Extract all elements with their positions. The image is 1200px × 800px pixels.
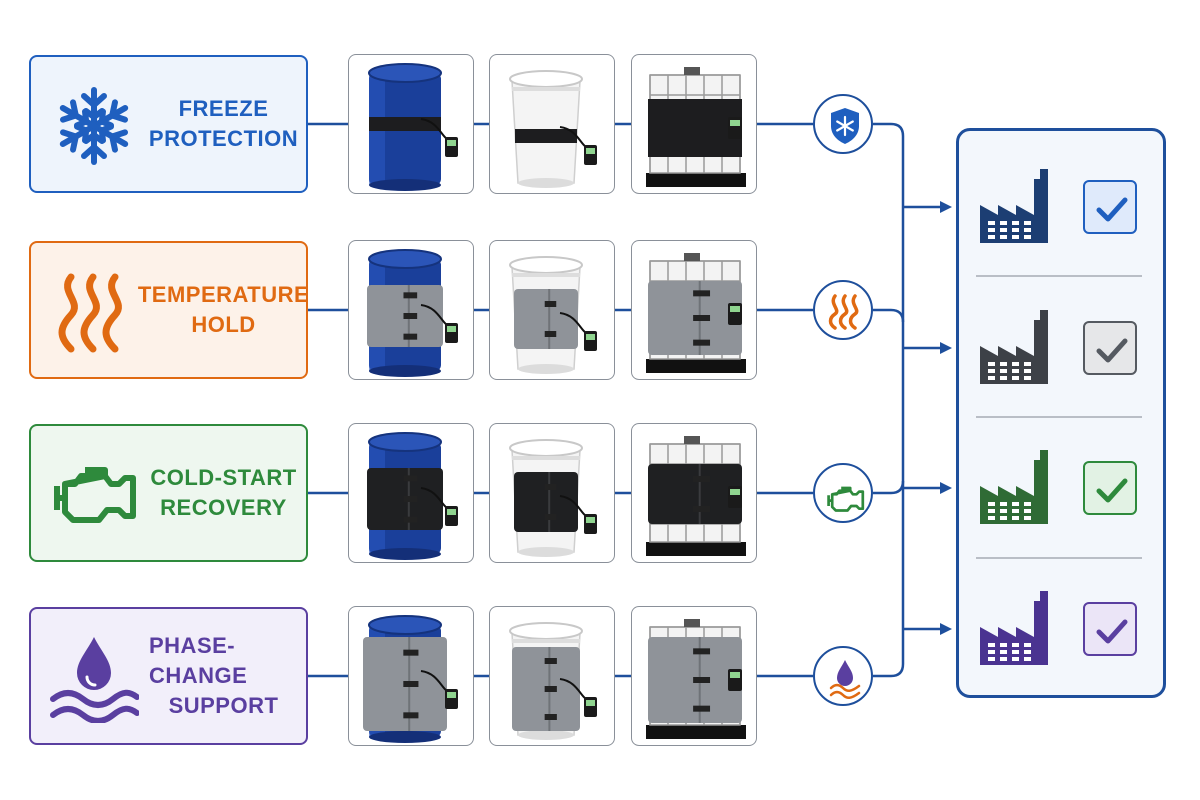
steel-drum-with-gray-insulated-jacket <box>348 240 474 380</box>
pail-with-black-band <box>489 54 615 194</box>
results-divider <box>976 557 1142 559</box>
factory-icon <box>978 306 1056 386</box>
arrow-head-icon <box>940 342 952 354</box>
water-drop-badge-icon <box>813 646 873 706</box>
ibc-tote-with-gray-insulated-jacket <box>631 240 757 380</box>
category-card: FREEZE PROTECTION <box>29 55 308 193</box>
steel-drum-with-black-band <box>348 54 474 194</box>
checkmark-icon <box>1083 602 1137 656</box>
pail-with-black-wrap-jacket <box>489 423 615 563</box>
results-divider <box>976 275 1142 277</box>
steel-drum-with-black-wrap-jacket <box>348 423 474 563</box>
arrow-head-icon <box>940 623 952 635</box>
factory-icon <box>978 165 1056 245</box>
category-label: PHASE-CHANGE SUPPORT <box>149 609 298 743</box>
engine-badge-icon <box>813 463 873 523</box>
ibc-tote-with-black-wrap-jacket <box>631 423 757 563</box>
category-label-line: RECOVERY <box>160 495 287 520</box>
category-label-line: FREEZE <box>178 96 269 121</box>
checkmark-icon <box>1083 180 1137 234</box>
pail-with-gray-full-jacket <box>489 606 615 746</box>
arrow-head-icon <box>940 201 952 213</box>
category-card: COLD-START RECOVERY <box>29 424 308 562</box>
ibc-tote-with-gray-full-jacket <box>631 606 757 746</box>
connector-line <box>873 308 905 323</box>
category-card: PHASE-CHANGE SUPPORT <box>29 607 308 745</box>
ibc-tote-with-black-band <box>631 54 757 194</box>
steel-drum-with-gray-full-jacket <box>348 606 474 746</box>
category-label: FREEZE PROTECTION <box>149 57 298 191</box>
factory-icon <box>978 446 1056 526</box>
pail-with-gray-insulated-jacket <box>489 240 615 380</box>
category-label-line: PHASE-CHANGE <box>149 633 248 688</box>
category-label-line: SUPPORT <box>168 693 279 718</box>
category-label-line: PROTECTION <box>148 126 299 151</box>
snowflake-badge-icon <box>813 94 873 154</box>
category-label-line: COLD-START <box>150 465 297 490</box>
connector-line <box>873 663 905 678</box>
checkmark-icon <box>1083 461 1137 515</box>
connector-line <box>873 122 905 137</box>
category-label: TEMPERATURE HOLD <box>138 243 309 377</box>
category-card: TEMPERATURE HOLD <box>29 241 309 379</box>
water-drop-icon <box>49 633 140 724</box>
heat-waves-badge-icon <box>813 280 873 340</box>
results-divider <box>976 416 1142 418</box>
connector-line <box>873 480 905 495</box>
category-label-line: HOLD <box>191 312 256 337</box>
arrow-head-icon <box>940 482 952 494</box>
snowflake-icon <box>49 81 139 171</box>
heat-waves-icon <box>49 267 139 357</box>
factory-icon <box>978 587 1056 667</box>
category-label-line: TEMPERATURE <box>137 282 310 307</box>
checkmark-icon <box>1083 321 1137 375</box>
engine-icon <box>49 450 139 540</box>
category-label: COLD-START RECOVERY <box>149 426 298 560</box>
